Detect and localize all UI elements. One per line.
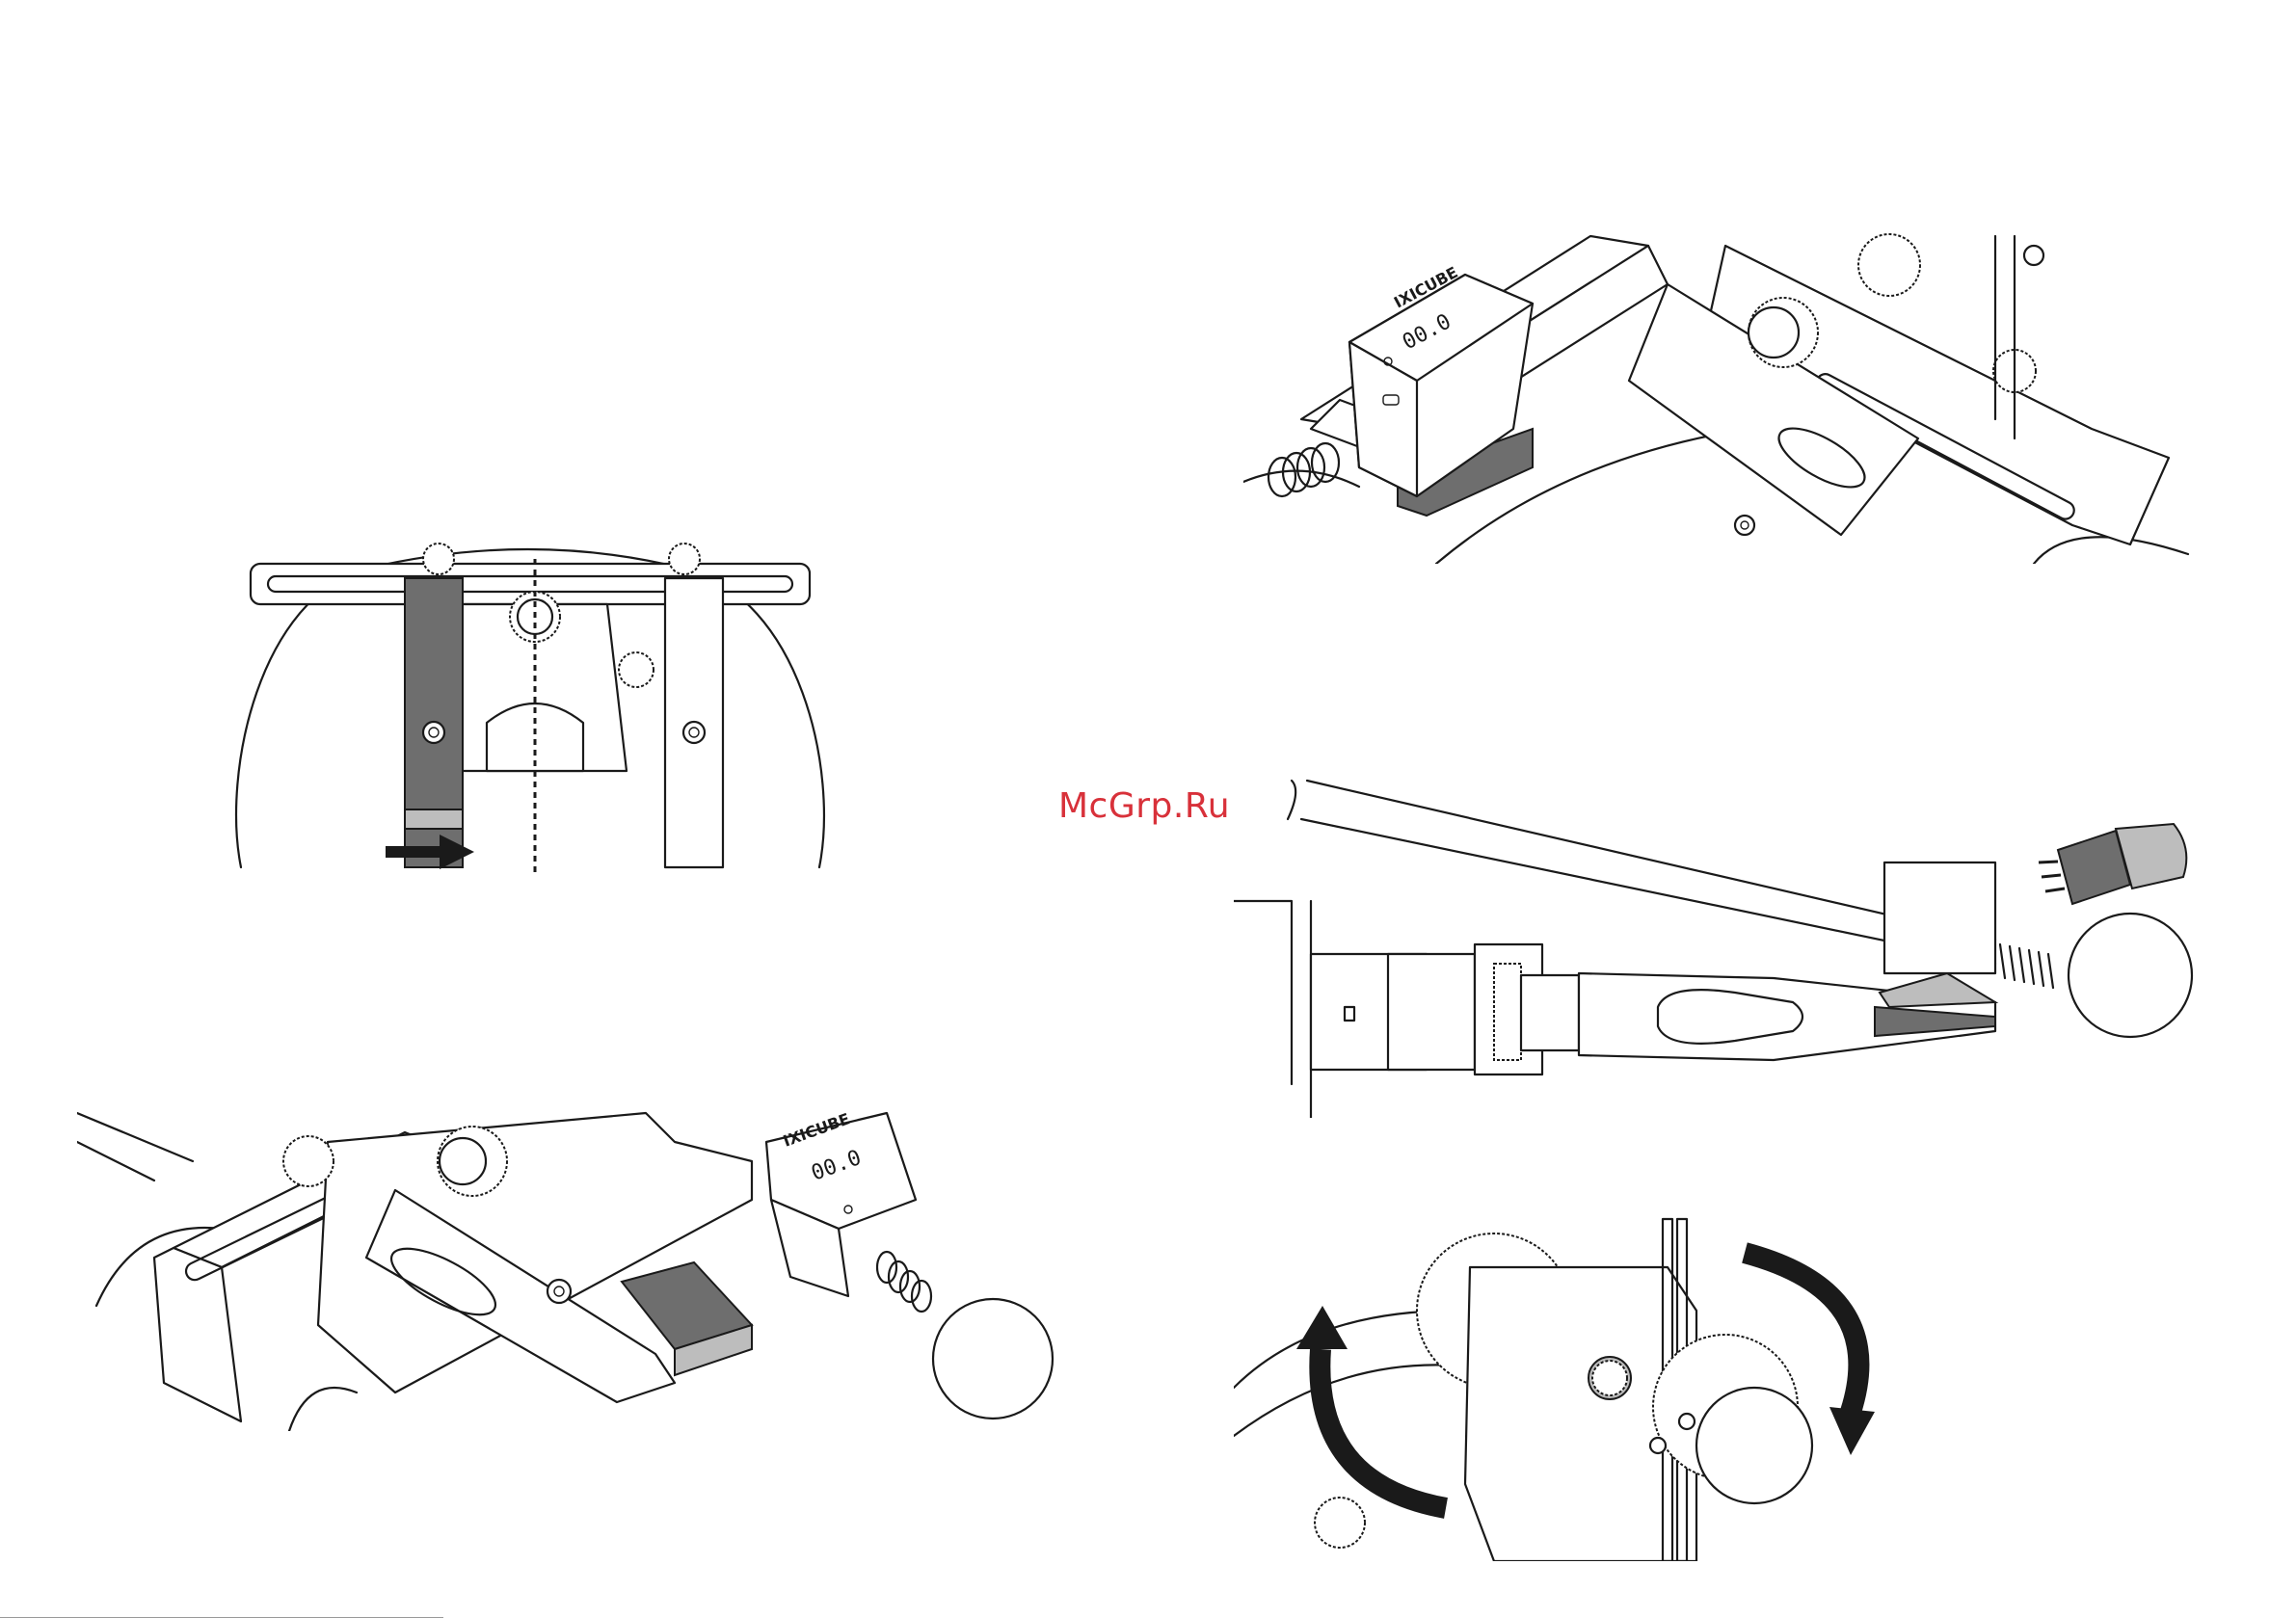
illustration-knob-rotation — [1234, 1214, 1976, 1561]
ball-handle — [933, 1299, 1053, 1419]
spring — [877, 1252, 931, 1312]
illustration-gray-block-jig: IXICUBE 00.0 — [77, 1103, 1060, 1431]
illustration-device-on-jig: IXICUBE 00.0 — [1243, 226, 2236, 564]
watermark: McGrp.Ru — [1058, 786, 1230, 826]
illustration-side-view-light-check — [1234, 771, 2236, 1118]
side-bar — [154, 1248, 241, 1421]
rear-knob — [1858, 234, 1920, 296]
side-knob — [619, 652, 654, 687]
flashlight-icon — [2039, 824, 2186, 904]
plate-screw-left — [423, 722, 444, 743]
illustration-front-view — [222, 540, 839, 877]
front-view-drawing — [222, 540, 839, 877]
knob-rotation-drawing — [1234, 1214, 1976, 1561]
gray-block-jig-drawing: IXICUBE 00.0 — [77, 1103, 1060, 1431]
device-side — [1884, 862, 1995, 973]
device-on-jig-drawing: IXICUBE 00.0 — [1243, 226, 2236, 564]
plate-screw-right — [683, 722, 705, 743]
ball-handle — [2069, 914, 2192, 1037]
spring — [2000, 944, 2053, 988]
small-knob — [1592, 1361, 1627, 1395]
ixicube-device: IXICUBE 00.0 — [766, 1109, 916, 1296]
knurled-collar — [1494, 964, 1521, 1060]
side-view-drawing — [1234, 771, 2236, 1118]
spring — [1268, 443, 1339, 496]
